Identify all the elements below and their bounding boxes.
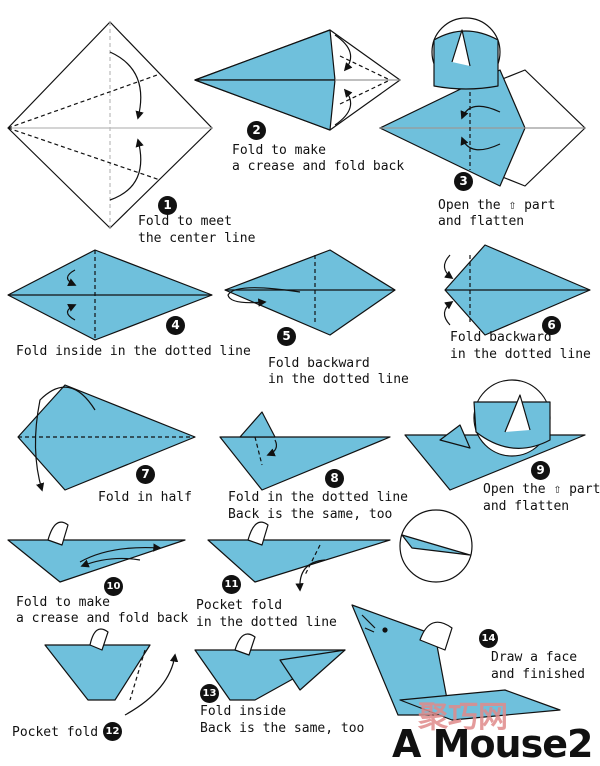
step-13-caption-line-2: Back is the same, too [200,721,365,736]
step-2-figure [194,29,401,131]
step-7-caption: Fold in half [98,490,192,505]
step-6-number: 6 [542,316,561,335]
step-14-caption-line-1: Draw a face [491,650,578,665]
step-10-figure [7,521,186,583]
step-14-figure [351,604,561,721]
step-5-figure [224,249,396,336]
step-8-caption-line-1: Fold in the dotted line [228,490,409,505]
step-8-caption-line-2: Back is the same, too [228,507,393,522]
step-5-number: 5 [277,327,296,346]
step-13-number: 13 [200,684,219,703]
step-11-number: 11 [222,575,241,594]
step-2-number: 2 [247,121,266,140]
step-12-caption: Pocket fold [12,725,99,740]
step-9-caption-line-2: and flatten [483,499,570,514]
step-1-figure [7,21,213,229]
step-4-number: 4 [166,316,185,335]
step-10-number: 10 [104,577,123,596]
step-2-caption-line-1: Fold to make [232,143,326,158]
step-6-caption-line-1: Fold backward [450,330,552,345]
step-12-figure [44,628,179,716]
step-13-caption-line-1: Fold inside [200,704,287,719]
step-9-number: 9 [531,461,550,480]
step-10-caption-line-1: Fold to make [16,595,110,610]
step-3-caption-line-1: Open the ⇧ part [438,198,556,213]
step-3-caption-line-2: and flatten [438,214,525,229]
step-9-figure [404,379,586,491]
step-12-number: 12 [103,722,122,741]
step-5-caption-line-2: in the dotted line [268,372,409,387]
step-1-number: 1 [158,196,177,215]
step-11-caption-line-1: Pocket fold [196,598,283,613]
step-11-figure [207,509,473,592]
step-14-number: 14 [479,629,498,648]
step-14-caption-line-2: and finished [491,667,585,682]
step-3-number: 3 [454,172,473,191]
watermark: 聚巧网 [418,700,508,735]
step-3-figure [379,17,586,187]
step-7-figure [17,384,196,492]
step-4-figure [7,249,213,341]
step-7-number: 7 [136,465,155,484]
step-6-figure [443,244,591,336]
step-9-caption-line-1: Open the ⇧ part [483,482,600,497]
step-2-caption-line-2: a crease and fold back [232,159,405,174]
step-8-number: 8 [325,469,344,488]
page-title: A Mouse2 [392,722,593,766]
step-6-caption-line-2: in the dotted line [450,347,591,362]
step-1-caption-line-1: Fold to meet [138,214,232,229]
step-13-figure [194,633,346,701]
step-1-caption-line-2: the center line [138,231,256,246]
step-10-caption-line-2: a crease and fold back [16,611,189,626]
step-5-caption-line-1: Fold backward [268,356,370,371]
step-8-figure [219,411,391,491]
step-11-caption-line-2: in the dotted line [196,615,337,630]
step-4-caption: Fold inside in the dotted line [16,344,251,359]
